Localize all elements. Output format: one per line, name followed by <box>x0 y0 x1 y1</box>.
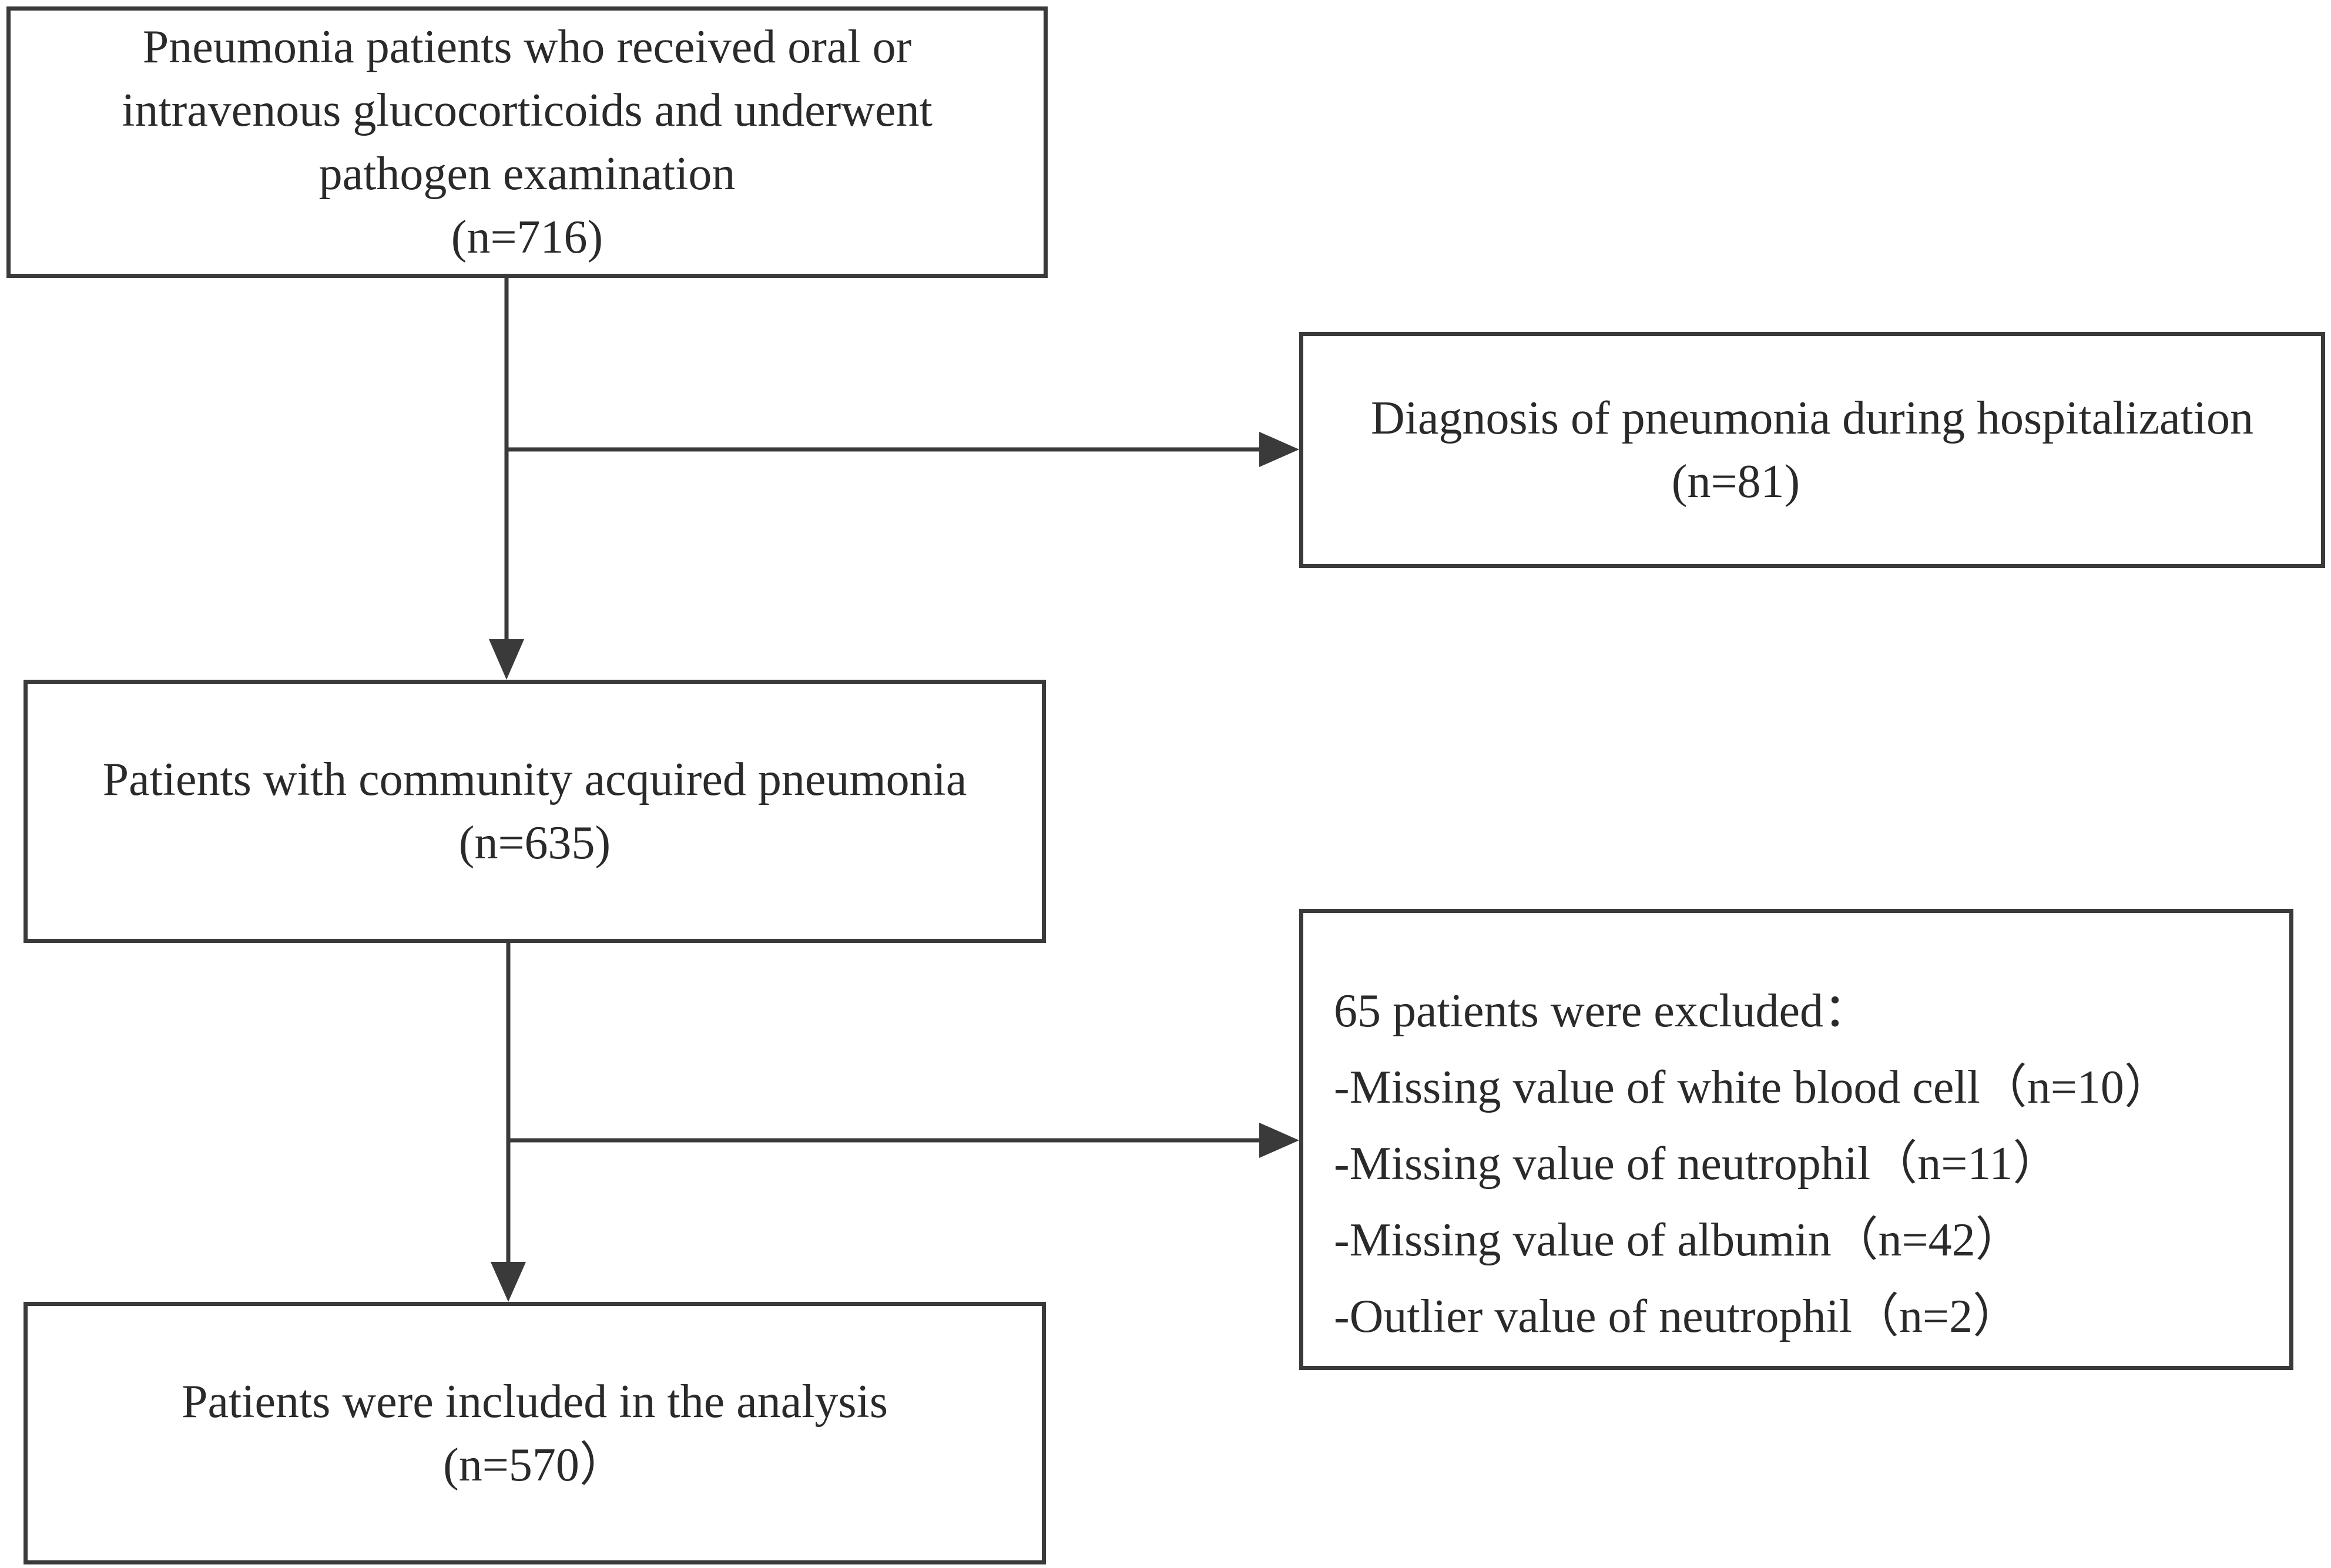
community-acquired-label: Patients with community acquired pneumon… <box>102 754 967 805</box>
excluded-item: -Missing value of white blood cell（n=10） <box>1334 1062 2171 1113</box>
hospital-acquired-exclusion-box: Diagnosis of pneumonia during hospitaliz… <box>1299 332 2325 568</box>
final-analysis-count: (n=570） <box>443 1439 626 1491</box>
hospital-acquired-label: Diagnosis of pneumonia during hospitaliz… <box>1371 392 2253 444</box>
community-acquired-box: Patients with community acquired pneumon… <box>24 680 1046 943</box>
excluded-item: -Missing value of albumin（n=42） <box>1334 1214 2023 1266</box>
excluded-patients-box: 65 patients were excluded： -Missing valu… <box>1299 909 2293 1370</box>
final-analysis-label: Patients were included in the analysis <box>182 1375 888 1428</box>
excluded-heading: 65 patients were excluded： <box>1334 985 1871 1037</box>
excluded-item: -Missing value of neutrophil（n=11） <box>1334 1138 2060 1190</box>
hospital-acquired-count: (n=81) <box>1671 456 1800 508</box>
community-acquired-count: (n=635) <box>458 817 611 869</box>
initial-cohort-box: Pneumonia patients who received oral or … <box>6 6 1048 278</box>
arrowhead-hospitalization <box>1259 432 1299 467</box>
arrowhead-final <box>491 1262 526 1302</box>
excluded-item: -Outlier value of neutrophil（n=2） <box>1334 1291 2020 1342</box>
initial-cohort-line: Pneumonia patients who received oral or <box>142 21 912 73</box>
arrowhead-cap <box>489 639 524 680</box>
initial-cohort-line: pathogen examination <box>318 148 736 200</box>
arrowhead-excluded <box>1259 1123 1299 1158</box>
initial-cohort-line: intravenous glucocorticoids and underwen… <box>122 85 933 136</box>
initial-cohort-count: (n=716) <box>451 211 603 263</box>
final-analysis-box: Patients were included in the analysis (… <box>24 1302 1046 1564</box>
